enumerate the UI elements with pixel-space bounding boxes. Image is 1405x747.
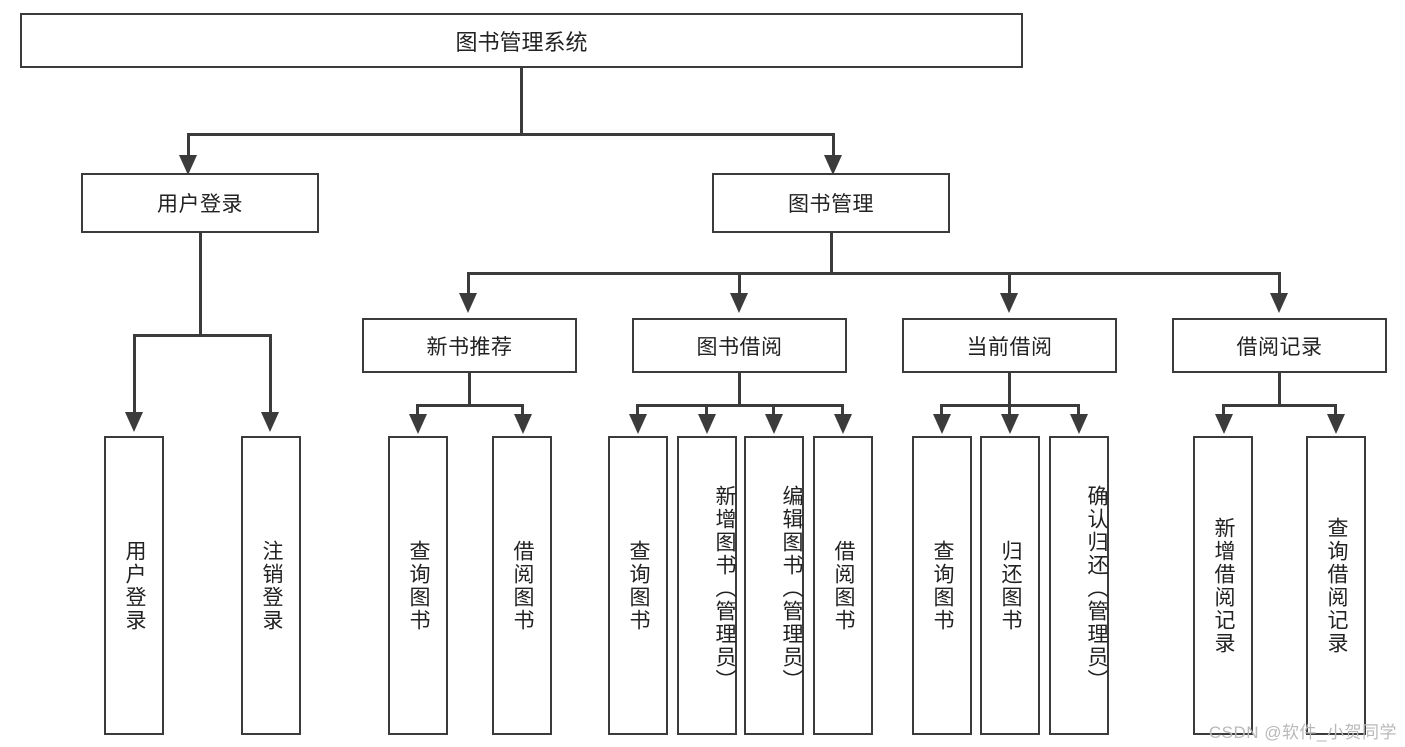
leaf-edit-book-admin[interactable]: 编辑图书（管理员）	[744, 436, 804, 735]
edge-book-stem	[830, 233, 833, 275]
arrow-new-to-leaf2	[514, 414, 532, 434]
arrow-book-to-record	[1270, 293, 1288, 313]
node-label: 借阅图书	[832, 539, 856, 632]
leaf-confirm-return-admin[interactable]: 确认归还（管理员）	[1049, 436, 1109, 735]
edge-book-to-current	[1008, 272, 1011, 297]
node-label: 查询图书	[931, 539, 955, 632]
edge-borrow-to-leaf1	[636, 404, 639, 416]
node-label: 用户登录	[157, 193, 243, 216]
arrow-book-to-borrow	[730, 293, 748, 313]
edge-book-to-record	[1278, 272, 1281, 297]
leaf-borrow-book-recommend[interactable]: 借阅图书	[492, 436, 552, 735]
arrow-root-to-book	[824, 155, 842, 175]
leaf-return-book[interactable]: 归还图书	[980, 436, 1040, 735]
edge-user-to-leaf2	[269, 334, 272, 416]
edge-borrow-to-leaf2	[705, 404, 708, 416]
arrow-record-to-leaf2	[1327, 414, 1345, 434]
edge-record-split	[1222, 404, 1337, 407]
node-label: 查询图书	[627, 539, 651, 632]
edge-root-stem	[520, 68, 523, 135]
arrow-record-to-leaf1	[1215, 414, 1233, 434]
leaf-user-login[interactable]: 用户登录	[104, 436, 164, 735]
edge-current-to-leaf3	[1077, 404, 1080, 416]
watermark: CSDN @软件_小贺同学	[1208, 723, 1397, 742]
edge-record-to-leaf2	[1334, 404, 1337, 416]
arrow-borrow-to-leaf4	[834, 414, 852, 434]
edge-current-to-leaf2	[1008, 404, 1011, 416]
node-label: 图书管理	[788, 193, 874, 216]
node-new-book-recommend[interactable]: 新书推荐	[362, 318, 577, 373]
edge-root-to-book	[832, 133, 835, 159]
arrow-borrow-to-leaf1	[629, 414, 647, 434]
edge-borrow-to-leaf3	[772, 404, 775, 416]
node-root-system[interactable]: 图书管理系统	[20, 13, 1023, 68]
node-label: 新书推荐	[426, 335, 513, 359]
edge-book-to-new	[467, 272, 470, 297]
edge-new-split	[416, 404, 524, 407]
arrow-user-to-leaf1	[125, 412, 143, 432]
node-book-management[interactable]: 图书管理	[712, 173, 950, 233]
edge-current-stem	[1008, 373, 1011, 407]
edge-book-to-borrow	[738, 272, 741, 297]
edge-borrow-stem	[738, 373, 741, 407]
arrow-book-to-current	[1000, 293, 1018, 313]
arrow-new-to-leaf1	[409, 414, 427, 434]
node-user-login[interactable]: 用户登录	[81, 173, 319, 233]
arrow-user-to-leaf2	[261, 412, 279, 432]
edge-root-to-user	[187, 133, 190, 159]
leaf-add-book-admin[interactable]: 新增图书（管理员）	[677, 436, 737, 735]
node-label: 新增借阅记录	[1212, 516, 1236, 655]
node-label: 注销登录	[260, 539, 284, 632]
node-label: 确认归还（管理员）	[1085, 485, 1108, 692]
arrow-current-to-leaf1	[933, 414, 951, 434]
node-label: 新增图书（管理员）	[713, 485, 736, 692]
arrow-borrow-to-leaf3	[765, 414, 783, 434]
leaf-borrow-book[interactable]: 借阅图书	[813, 436, 873, 735]
edge-borrow-split	[636, 404, 844, 407]
edge-user-split	[133, 334, 270, 337]
node-label: 当前借阅	[966, 335, 1053, 359]
arrow-book-to-new	[459, 293, 477, 313]
leaf-query-book-current[interactable]: 查询图书	[912, 436, 972, 735]
arrow-borrow-to-leaf2	[698, 414, 716, 434]
edge-record-stem	[1278, 373, 1281, 407]
edge-new-to-leaf1	[416, 404, 419, 416]
node-label: 图书管理系统	[455, 29, 588, 55]
edge-new-to-leaf2	[521, 404, 524, 416]
edge-new-stem	[468, 373, 471, 407]
node-label: 归还图书	[999, 539, 1023, 632]
arrow-current-to-leaf2	[1001, 414, 1019, 434]
node-borrow-record[interactable]: 借阅记录	[1172, 318, 1387, 373]
leaf-query-book-borrow[interactable]: 查询图书	[608, 436, 668, 735]
leaf-query-book-recommend[interactable]: 查询图书	[388, 436, 448, 735]
arrow-root-to-user	[179, 155, 197, 175]
edge-current-to-leaf1	[940, 404, 943, 416]
edge-book-split	[467, 272, 1281, 275]
node-label: 用户登录	[123, 539, 147, 632]
node-label: 查询借阅记录	[1325, 516, 1349, 655]
node-current-borrow[interactable]: 当前借阅	[902, 318, 1117, 373]
node-label: 借阅图书	[511, 539, 535, 632]
node-book-borrow[interactable]: 图书借阅	[632, 318, 847, 373]
edge-root-split	[187, 133, 835, 136]
leaf-add-borrow-record[interactable]: 新增借阅记录	[1193, 436, 1253, 735]
edge-user-stem	[199, 233, 202, 337]
node-label: 编辑图书（管理员）	[780, 485, 803, 692]
node-label: 图书借阅	[696, 335, 783, 359]
node-label: 查询图书	[407, 539, 431, 632]
edge-record-to-leaf1	[1222, 404, 1225, 416]
node-label: 借阅记录	[1236, 335, 1323, 359]
leaf-logout-login[interactable]: 注销登录	[241, 436, 301, 735]
edge-user-to-leaf1	[133, 334, 136, 416]
edge-borrow-to-leaf4	[841, 404, 844, 416]
leaf-query-borrow-record[interactable]: 查询借阅记录	[1306, 436, 1366, 735]
arrow-current-to-leaf3	[1070, 414, 1088, 434]
